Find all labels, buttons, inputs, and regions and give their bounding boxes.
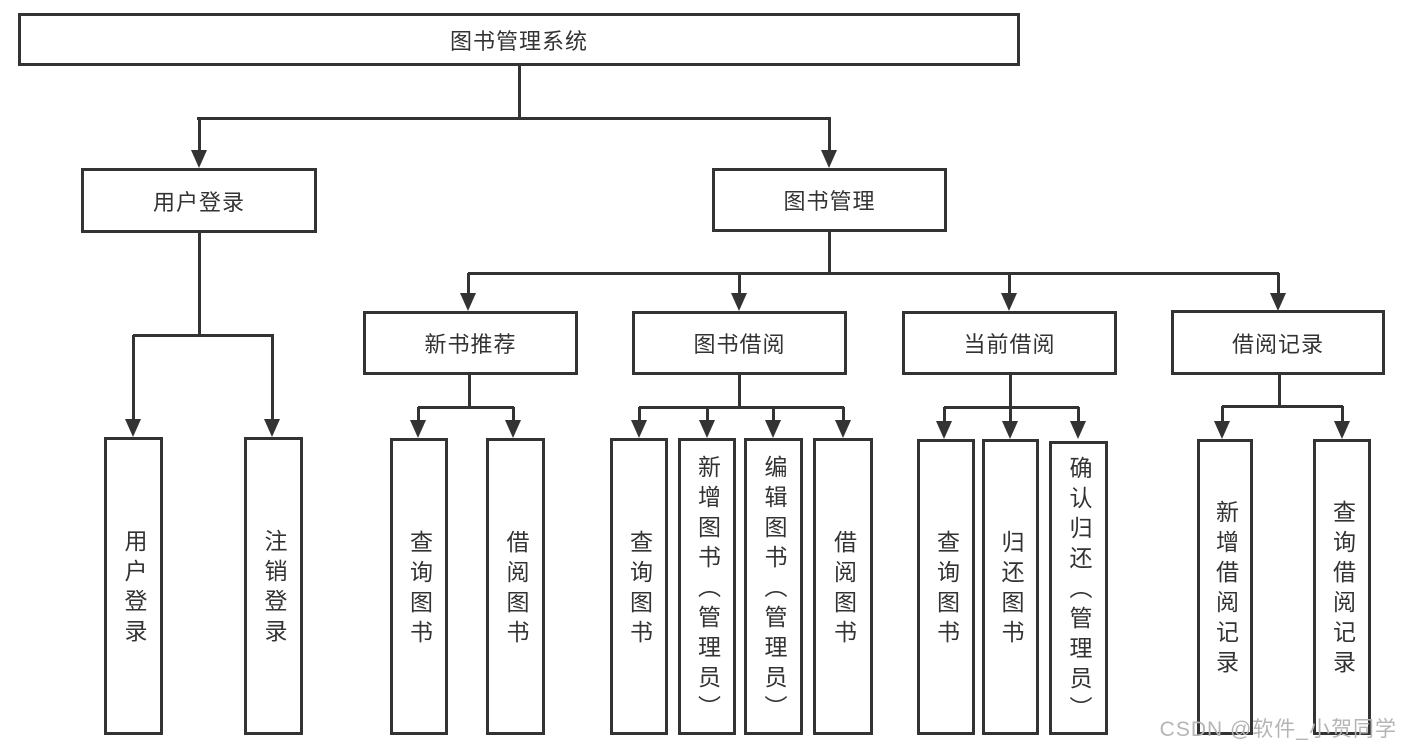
tree-connector-line (417, 407, 420, 422)
tree-connector-line (198, 233, 201, 335)
leaf-nbr-borrow-books: 借阅图书 (486, 438, 545, 735)
tree-connector-line (418, 406, 514, 409)
arrowhead-down-icon (125, 419, 141, 437)
node-book-borrowing: 图书借阅 (632, 311, 847, 375)
node-borrowing-records: 借阅记录 (1171, 310, 1385, 375)
arrowhead-down-icon (765, 420, 781, 438)
node-new-book-recommendation: 新书推荐 (363, 311, 578, 375)
leaf-cb-return-books: 归还图书 (982, 439, 1039, 735)
leaf-user-login: 用户登录 (104, 437, 163, 735)
arrowhead-down-icon (821, 150, 837, 168)
leaf-cb-query-books: 查询图书 (917, 439, 975, 735)
arrowhead-down-icon (1070, 421, 1086, 439)
arrowhead-down-icon (1002, 421, 1018, 439)
leaf-logout: 注销登录 (244, 437, 303, 735)
tree-connector-line (738, 375, 741, 407)
tree-connector-line (467, 273, 470, 295)
arrowhead-down-icon (264, 419, 280, 437)
node-user-login: 用户登录 (81, 168, 317, 233)
tree-connector-line (638, 407, 641, 422)
arrowhead-down-icon (505, 420, 521, 438)
tree-connector-line (132, 335, 135, 421)
tree-connector-line (518, 66, 521, 118)
arrowhead-down-icon (1001, 293, 1017, 311)
arrowhead-down-icon (410, 420, 426, 438)
leaf-br-query-record: 查询借阅记录 (1313, 439, 1371, 735)
arrowhead-down-icon (1334, 421, 1350, 439)
arrowhead-down-icon (936, 421, 952, 439)
tree-connector-line (828, 232, 831, 273)
tree-connector-line (1009, 407, 1012, 423)
leaf-br-add-record: 新增借阅记录 (1197, 439, 1253, 735)
arrowhead-down-icon (191, 150, 207, 168)
tree-connector-line (842, 407, 845, 422)
tree-connector-line (639, 406, 844, 409)
node-book-management: 图书管理 (712, 168, 947, 232)
arrowhead-down-icon (731, 293, 747, 311)
node-root: 图书管理系统 (18, 13, 1020, 66)
leaf-bb-borrow-books: 借阅图书 (813, 438, 873, 735)
arrowhead-down-icon (1214, 421, 1230, 439)
tree-connector-line (198, 118, 201, 152)
leaf-cb-confirm-return-admin: 确认归还（管理员） (1049, 441, 1108, 735)
arrowhead-down-icon (699, 420, 715, 438)
tree-connector-line (1278, 375, 1281, 406)
tree-connector-line (1341, 406, 1344, 423)
arrowhead-down-icon (460, 293, 476, 311)
arrowhead-down-icon (1270, 293, 1286, 311)
leaf-bb-edit-books-admin: 编辑图书（管理员） (744, 438, 803, 735)
watermark: CSDN @软件_小贺同学 (1159, 718, 1397, 741)
tree-connector-line (1077, 407, 1080, 423)
tree-connector-line (738, 273, 741, 295)
arrowhead-down-icon (835, 420, 851, 438)
tree-connector-line (1221, 406, 1224, 423)
tree-connector-line (828, 118, 831, 152)
tree-connector-line (1009, 375, 1012, 407)
tree-connector-line (1008, 273, 1011, 295)
tree-connector-line (1277, 273, 1280, 295)
tree-connector-line (271, 335, 274, 421)
tree-connector-line (468, 375, 471, 407)
leaf-bb-query-books: 查询图书 (610, 438, 668, 735)
tree-connector-line (706, 407, 709, 422)
tree-connector-line (772, 407, 775, 422)
node-current-borrowing: 当前借阅 (902, 311, 1117, 375)
tree-connector-line (197, 117, 831, 120)
tree-connector-line (133, 334, 274, 337)
arrowhead-down-icon (631, 420, 647, 438)
leaf-nbr-query-books: 查询图书 (390, 438, 448, 735)
leaf-bb-add-books-admin: 新增图书（管理员） (678, 438, 736, 735)
tree-connector-line (512, 407, 515, 422)
tree-connector-line (943, 407, 946, 423)
tree-connector-line (1222, 405, 1343, 408)
tree-connector-line (468, 272, 1279, 275)
